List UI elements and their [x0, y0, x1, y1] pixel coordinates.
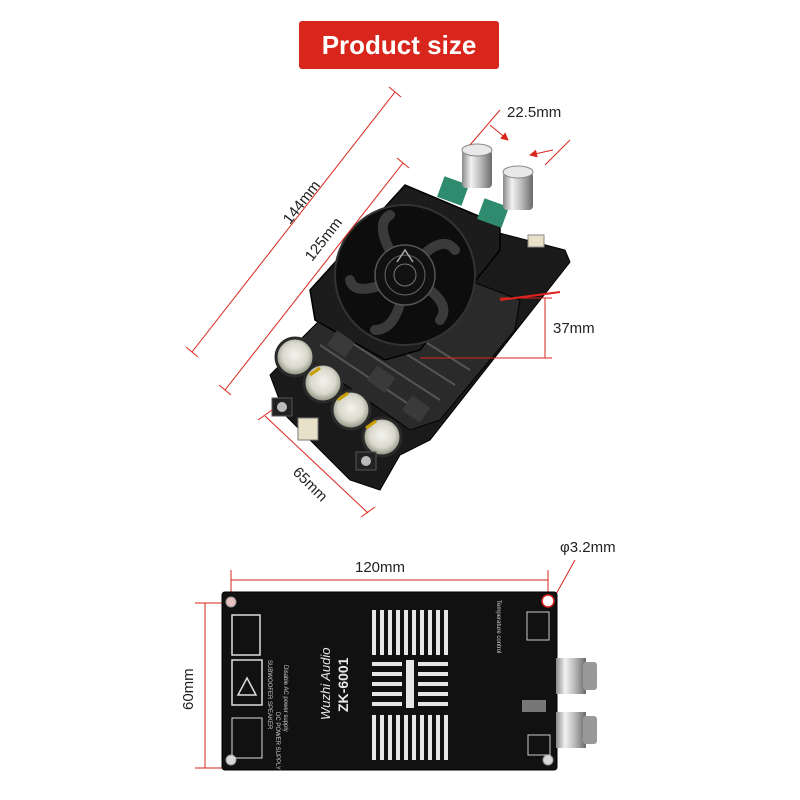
pot-left-icon: [437, 176, 469, 206]
dim-length-outer: 144mm: [280, 178, 324, 228]
title-banner: Product size: [299, 21, 499, 69]
temperature-label: Temperature control: [495, 600, 501, 653]
bottom-dimension-lines: [195, 559, 576, 769]
dim-bottom-height: 60mm: [180, 668, 197, 710]
top-view-board: [269, 143, 571, 491]
subwoofer-label: SUBWOOFER SPEAKER: [266, 660, 272, 730]
knob-upper-icon: [556, 658, 597, 694]
disable-ac-label: Disable AC power supply: [282, 665, 288, 732]
top-dimension-lines: [185, 86, 571, 518]
mount-hole-icon: [225, 754, 237, 766]
power-label: DC POWER SUPPLY: [274, 712, 280, 770]
page-title: Product size: [321, 30, 477, 60]
mount-hole-icon: [541, 594, 555, 608]
knob-right-icon: [503, 172, 533, 210]
mount-hole-icon: [542, 754, 554, 766]
capacitors: [274, 336, 403, 458]
dim-height: 37mm: [553, 320, 595, 337]
mount-hole-icon: [225, 596, 237, 608]
dim-knob-spacing: 22.5mm: [507, 104, 561, 121]
warning-icon: [236, 676, 258, 696]
bottom-view-board: Wuzhi Audio ZK-6001 SUBWOOFER SPEAKER DC…: [221, 591, 597, 771]
knob-lower-icon: [556, 712, 597, 748]
knob-left-icon: [462, 150, 492, 188]
brand-label: Wuzhi Audio: [318, 648, 333, 721]
dim-width: 65mm: [289, 464, 330, 505]
dim-hole: φ3.2mm: [560, 539, 616, 556]
pot-right-icon: [477, 198, 509, 228]
model-label: ZK-6001: [335, 657, 351, 712]
dim-bottom-width: 120mm: [355, 559, 405, 576]
